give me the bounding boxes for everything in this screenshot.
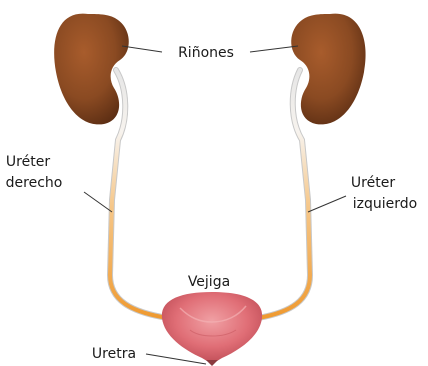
urethra [206, 360, 218, 366]
urethra-label: Uretra [92, 346, 136, 362]
kidney-leader-left [122, 46, 162, 52]
right-ureter-label-line2: derecho [6, 175, 63, 191]
bladder [162, 292, 262, 364]
left-ureter-leader [308, 196, 346, 212]
kidney-leader-right [250, 46, 298, 52]
left-ureter-label-line2: izquierdo [353, 196, 417, 212]
kidneys-label: Riñones [178, 45, 234, 61]
bladder-label: Vejiga [188, 274, 230, 290]
right-ureter-leader [84, 192, 112, 212]
right-ureter-label-line1: Uréter [6, 154, 50, 170]
left-ureter-label-line1: Uréter [351, 175, 395, 191]
